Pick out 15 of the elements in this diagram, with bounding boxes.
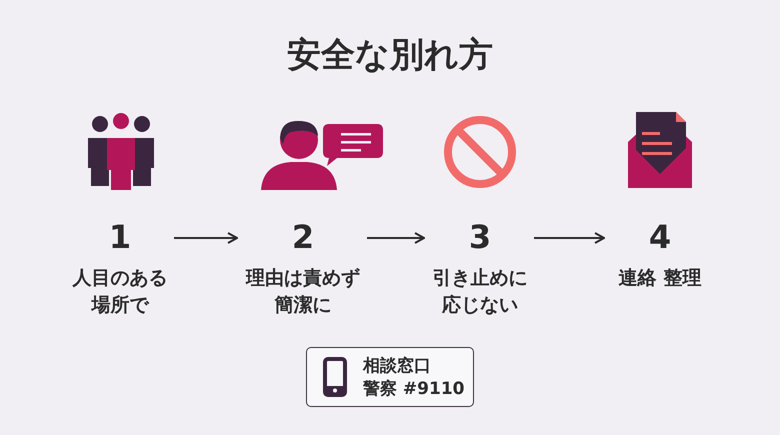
step-number: 4 bbox=[648, 219, 672, 255]
contact-card bbox=[306, 347, 474, 407]
contact-heading: 相談窓口 bbox=[363, 355, 431, 377]
arrow bbox=[174, 232, 238, 244]
title: 安全な別れ方 bbox=[286, 34, 494, 77]
step-number: 2 bbox=[290, 219, 316, 255]
step-number: 3 bbox=[468, 219, 492, 255]
step-number: 1 bbox=[108, 219, 132, 255]
arrow bbox=[367, 232, 425, 244]
step-label: 理由は責めず簡潔に bbox=[244, 266, 361, 318]
step-label: 人目のある場所で bbox=[71, 266, 168, 318]
contact-number: 警察 #9110 bbox=[363, 378, 464, 400]
step-label: 連絡 整理 bbox=[618, 266, 702, 291]
arrow bbox=[534, 232, 605, 244]
step-label: 引き止めに応じない bbox=[432, 266, 528, 318]
